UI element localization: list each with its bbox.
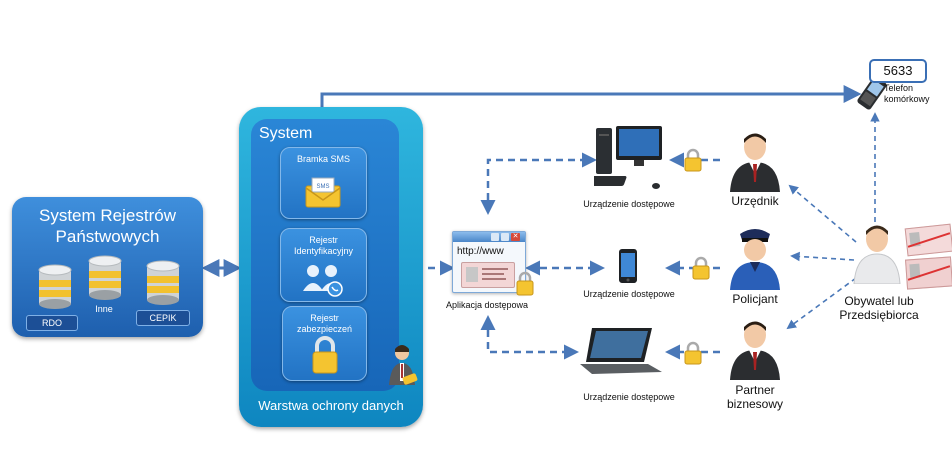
citizen-label: Obywatel lub Przedsiębiorca (839, 294, 919, 322)
desktop-computer-icon (580, 124, 664, 199)
security-registry-label: Rejestr zabezpieczeń (296, 313, 353, 334)
close-icon: ✕ (511, 233, 520, 241)
users-group-icon (301, 261, 345, 302)
citizen-police-arrow (790, 251, 855, 262)
device-label: Urządzenie dostępowe (583, 392, 675, 402)
security-officer-icon (385, 343, 419, 394)
sms-envelope-icon: SMS (305, 176, 341, 213)
database-icon (87, 255, 123, 301)
database-label-cepik: CEPIK (136, 310, 190, 326)
minimize-icon (491, 233, 499, 241)
sms-gateway-module: Bramka SMS SMS (280, 147, 367, 219)
police-officer-icon (726, 224, 784, 295)
padlock-icon (311, 335, 339, 380)
device-label: Urządzenie dostępowe (583, 289, 675, 299)
app-padlock-icon (516, 270, 534, 301)
sms-gateway-label: Bramka SMS (296, 154, 350, 164)
business-partner-icon (726, 318, 784, 385)
identification-registry-label: Rejestr Identyfikacyjny (293, 235, 354, 256)
business-partner-label: Partner biznesowy (726, 383, 784, 411)
access-app-label: Aplikacja dostępowa (445, 300, 529, 310)
laptop-icon (578, 326, 664, 383)
clerk-icon (726, 130, 784, 197)
citizen-clerk-arrow (788, 184, 857, 243)
padlock-icon (692, 256, 710, 285)
clerk-label: Urzędnik (731, 194, 779, 208)
svg-text:SMS: SMS (316, 184, 329, 190)
mobile-phone-icon (854, 76, 890, 115)
security-registry-module: Rejestr zabezpieczeń (282, 306, 367, 381)
database-label-inne: Inne (95, 304, 113, 314)
state-registries-title: System Rejestrów Państwowych (39, 206, 176, 246)
database-icon (145, 260, 181, 306)
app-laptop-arrow (480, 315, 579, 360)
police-officer-label: Policjant (732, 292, 778, 306)
window-titlebar (453, 232, 525, 242)
app-desktop-arrow (480, 152, 597, 215)
state-registries-panel: System Rejestrów Państwowych RDO Inne (12, 197, 203, 337)
app-url: http://www (457, 246, 504, 257)
id-card-icon (461, 262, 515, 288)
driving-license-icon (905, 256, 952, 290)
padlock-icon (684, 341, 702, 370)
device-label: Urządzenie dostępowe (583, 199, 675, 209)
padlock-icon (684, 148, 702, 177)
citizen-icon (852, 222, 902, 289)
sms-code-bubble: 5633 (869, 59, 927, 83)
access-app-window: ✕ http://www (452, 231, 526, 293)
system-title: System (259, 125, 313, 142)
mobile-phone-label: Telefon komórkowy (884, 83, 930, 104)
database-label-rdo: RDO (26, 315, 78, 331)
system-panel: System Bramka SMS SMS Rejestr Identyfika… (239, 107, 423, 427)
identification-registry-module: Rejestr Identyfikacyjny (280, 228, 367, 302)
id-card-icon (904, 223, 952, 257)
database-icon (37, 264, 73, 310)
smartphone-icon (618, 248, 638, 289)
maximize-icon (501, 233, 509, 241)
data-protection-layer-label: Warstwa ochrony danych (258, 398, 404, 413)
sms-code: 5633 (883, 63, 913, 78)
